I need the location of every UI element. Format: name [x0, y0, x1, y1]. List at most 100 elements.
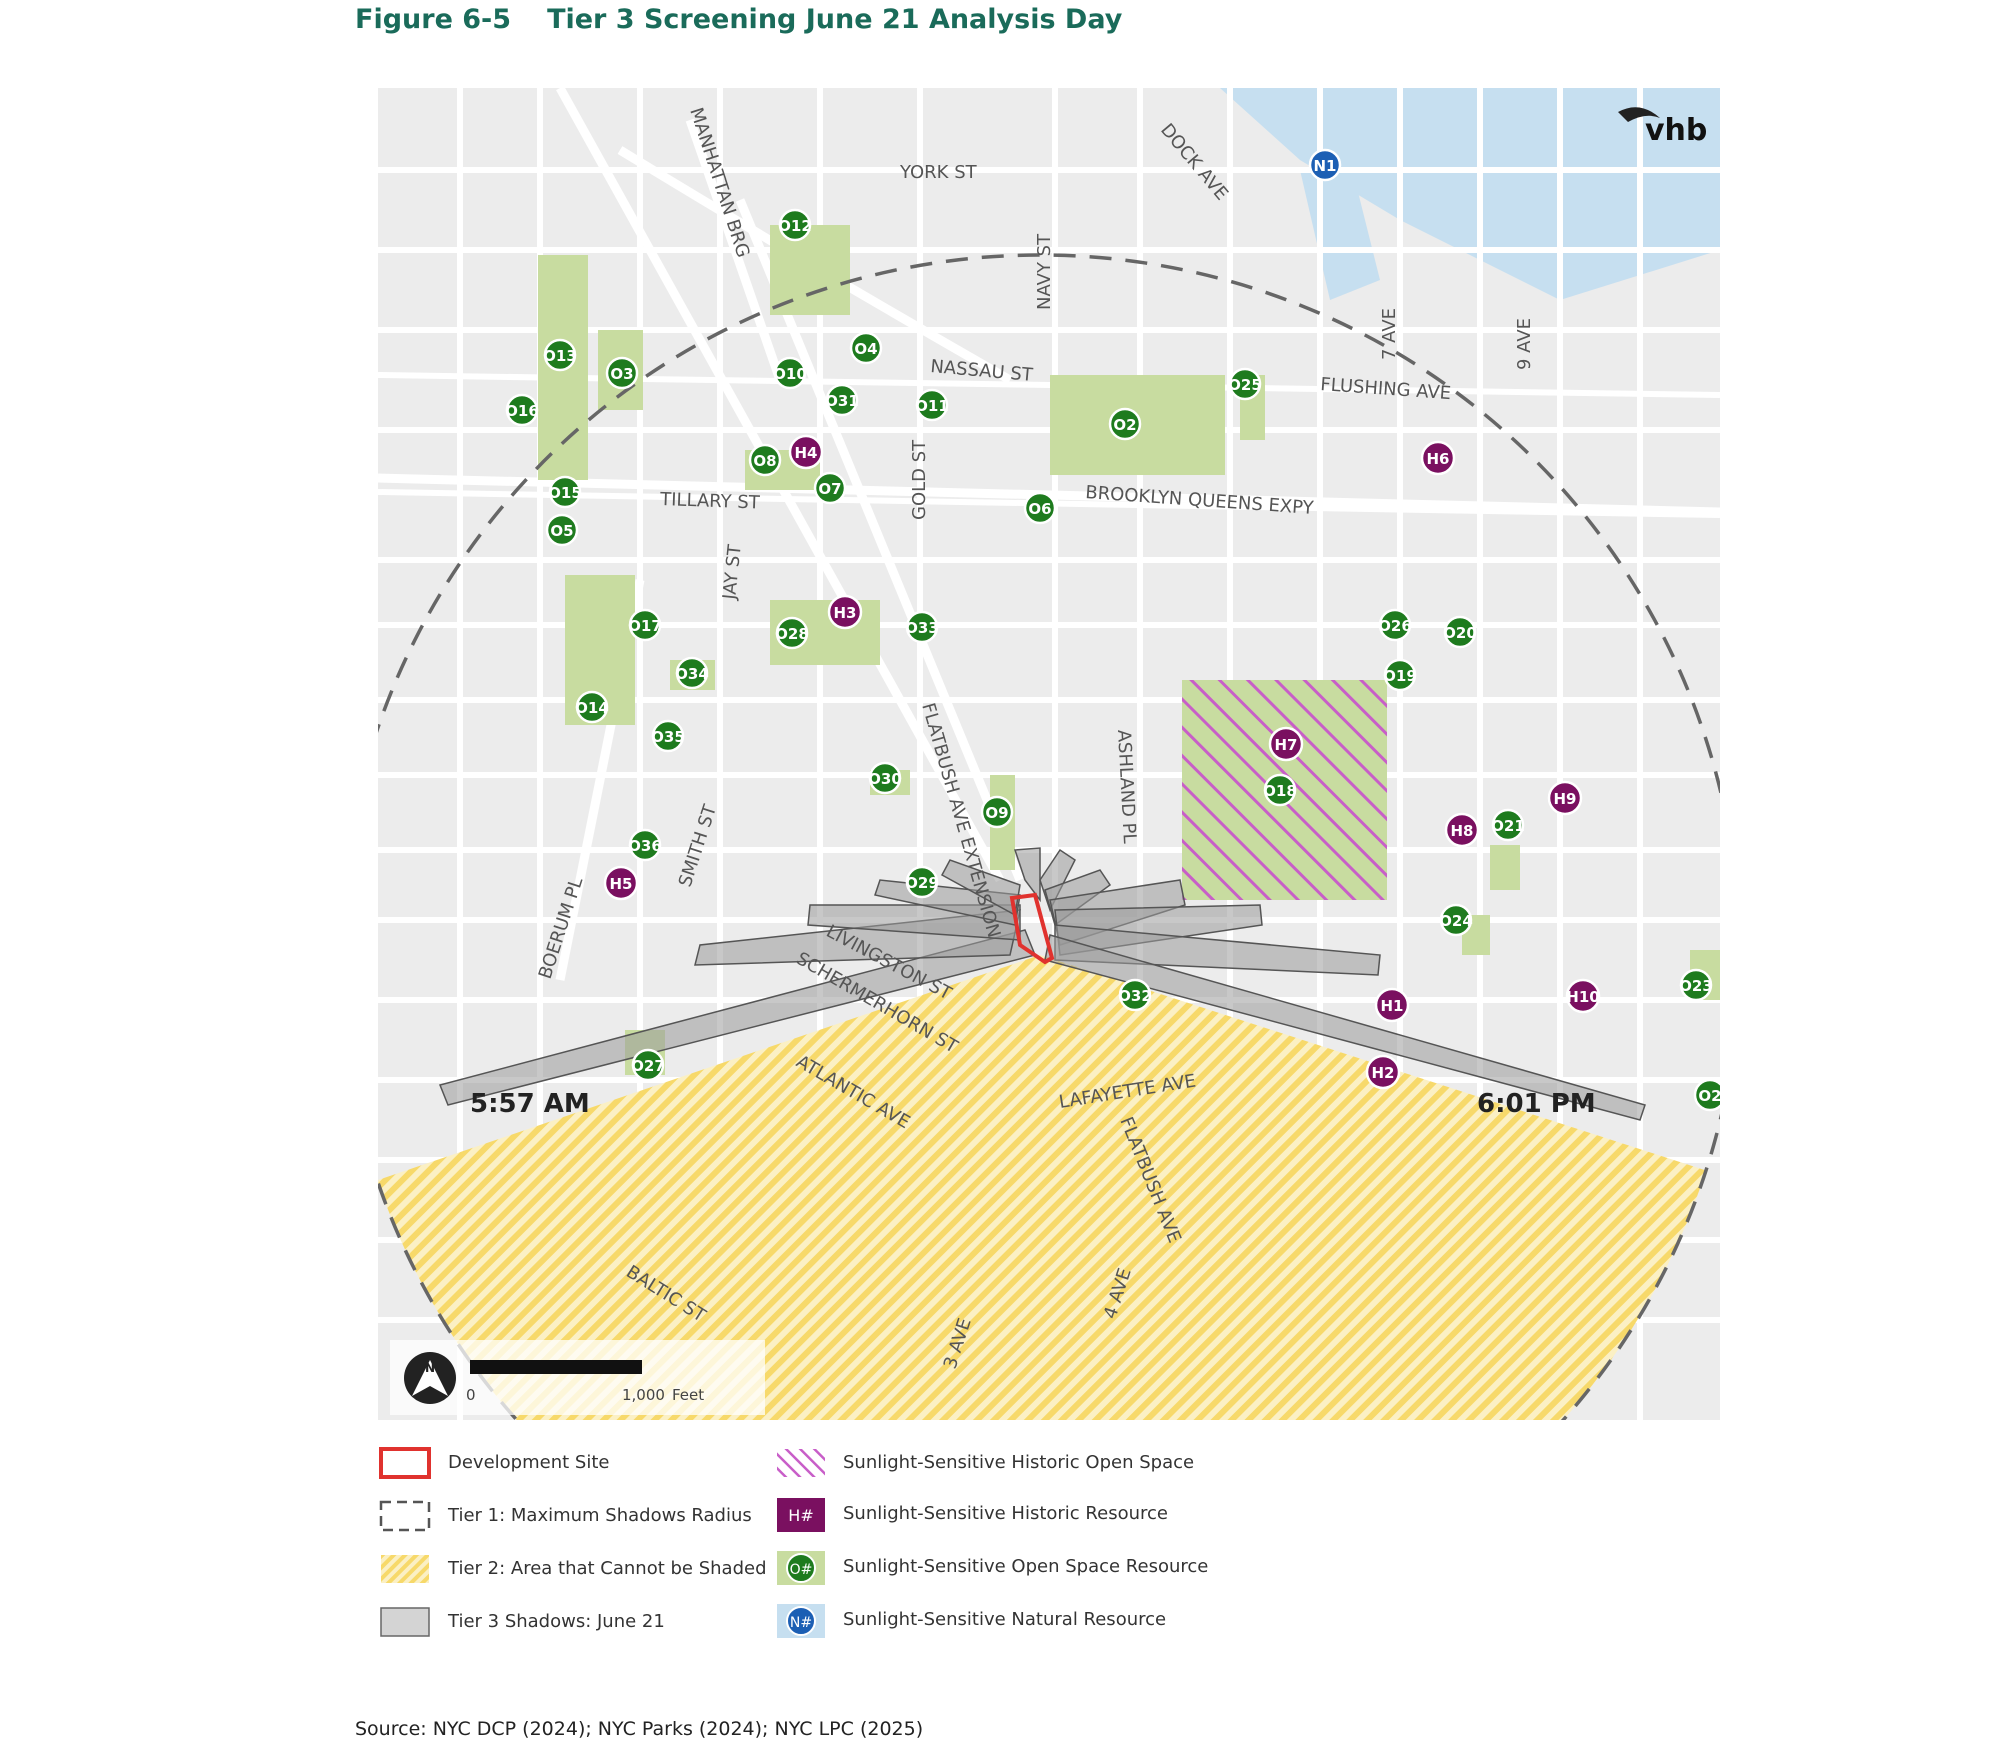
historic-resource-marker-circle	[1365, 1054, 1401, 1090]
legend-historic-resource: Sunlight-Sensitive Historic Resource	[843, 1503, 1168, 1524]
open-space-marker-circle	[905, 610, 939, 644]
open-space-marker-circle	[575, 690, 609, 724]
open-space-marker: O15	[548, 475, 582, 509]
legend-tier2: Tier 2: Area that Cannot be Shaded	[448, 1558, 767, 1579]
scale-bar	[470, 1360, 642, 1374]
open-space-marker-circle	[1439, 903, 1473, 937]
open-space-marker-label: O10	[773, 365, 807, 383]
historic-resource-marker: H8	[1444, 812, 1480, 848]
historic-resource-marker-circle	[1444, 812, 1480, 848]
legend-natural-symbol: N#	[790, 1615, 812, 1631]
open-space-marker-label: O26	[1378, 617, 1412, 635]
street-label: NAVY ST	[1034, 233, 1055, 310]
open-space-marker: O2	[1693, 1078, 1721, 1112]
open-space-marker-label: O18	[1263, 782, 1297, 800]
open-space-marker: O33	[905, 610, 939, 644]
open-space-marker-circle	[1378, 608, 1412, 642]
legend-open-space-resource: Sunlight-Sensitive Open Space Resource	[843, 1556, 1209, 1577]
open-space-marker-circle	[1383, 658, 1417, 692]
open-space-marker-circle	[675, 656, 709, 690]
open-space-marker: O31	[825, 383, 859, 417]
open-space-marker-label: O11	[915, 397, 949, 415]
open-space-marker-label: O28	[775, 625, 809, 643]
historic-resource-marker-circle	[788, 434, 824, 470]
open-space-marker-label: O2	[1698, 1087, 1721, 1105]
open-space-marker-label: O23	[1679, 977, 1713, 995]
development-site	[1009, 892, 1055, 965]
historic-resource-marker-circle	[1268, 726, 1304, 762]
open-space-marker-circle	[915, 388, 949, 422]
open-space-marker: O6	[1023, 491, 1057, 525]
natural-resource-marker-circle	[1308, 148, 1342, 182]
open-space-marker-circle	[748, 443, 782, 477]
vhb-logo-text: vhb	[1645, 113, 1707, 148]
open-space-marker: O13	[543, 338, 577, 372]
historic-resource-marker-label: H9	[1554, 790, 1577, 808]
historic-resource-marker: H9	[1547, 780, 1583, 816]
historic-resource-marker-circle	[1565, 978, 1601, 1014]
open-space-marker: O8	[748, 443, 782, 477]
legend-tier3: Tier 3 Shadows: June 21	[448, 1611, 665, 1632]
open-space-marker: O9	[980, 795, 1014, 829]
open-space-marker-circle	[1491, 808, 1525, 842]
open-space-marker-label: O9	[985, 804, 1008, 822]
open-space-marker-circle	[778, 208, 812, 242]
legend-tier1-swatch	[379, 1500, 431, 1532]
open-space-marker-circle	[1679, 968, 1713, 1002]
open-space-marker-label: O29	[905, 874, 939, 892]
north-arrow-glyph	[412, 1360, 448, 1396]
figure-number: Figure 6-5	[355, 4, 512, 35]
open-space-marker-circle	[628, 608, 662, 642]
open-space-marker: O10	[773, 356, 807, 390]
open-space-marker-label: O2	[1113, 416, 1136, 434]
open-space-marker: O4	[849, 331, 883, 365]
open-space-marker-label: O6	[1028, 500, 1051, 518]
open-space-marker-label: O36	[628, 837, 662, 855]
figure-title-text: Tier 3 Screening June 21 Analysis Day	[547, 4, 1123, 35]
historic-resource-marker-label: H7	[1275, 736, 1298, 754]
historic-resource-marker-circle	[1374, 987, 1410, 1023]
open-space-marker-circle	[505, 393, 539, 427]
scale-unit: Feet	[672, 1386, 704, 1404]
scale-end: 1,000	[622, 1386, 665, 1404]
path-text: Path: \\vhb.com\gis\proj\NewYorkCity\280…	[1737, 722, 1748, 1420]
historic-resource-marker-circle	[827, 594, 863, 630]
open-space-marker: O18	[1263, 773, 1297, 807]
open-space-marker-circle	[651, 719, 685, 753]
historic-resource-marker-circle	[1547, 780, 1583, 816]
historic-resource-marker-label: H4	[795, 444, 818, 462]
open-space-marker-circle	[1228, 367, 1262, 401]
legend-historic-resource-swatch	[777, 1498, 825, 1532]
open-space-marker-label: O8	[753, 452, 776, 470]
open-space-marker-circle	[1443, 615, 1477, 649]
open-space-marker-label: O13	[543, 347, 577, 365]
legend-development-site-swatch	[379, 1447, 431, 1479]
historic-resource-marker: H10	[1565, 978, 1601, 1014]
open-space-marker-label: O20	[1443, 624, 1477, 642]
historic-resource-marker: H2	[1365, 1054, 1401, 1090]
natural-resource-marker-label: N1	[1314, 157, 1337, 175]
historic-resource-marker-label: H6	[1427, 450, 1450, 468]
open-space-marker-label: O35	[651, 728, 685, 746]
open-space-marker: O16	[505, 393, 539, 427]
open-space-marker: O25	[1228, 367, 1262, 401]
open-space-marker-label: O21	[1491, 817, 1525, 835]
legend-development-site: Development Site	[448, 1452, 610, 1473]
open-space-marker-circle	[813, 471, 847, 505]
tier3-shadows	[438, 847, 1646, 1121]
open-space-marker-circle	[1118, 978, 1152, 1012]
open-space-marker: O5	[545, 513, 579, 547]
open-space-marker: O21	[1491, 808, 1525, 842]
open-space-marker: O2	[1108, 407, 1142, 441]
open-space-marker: O12	[778, 208, 812, 242]
open-space-marker: O11	[915, 388, 949, 422]
street-label: 9 AVE	[1514, 318, 1535, 370]
legend-open-space-symbol: O#	[790, 1562, 813, 1578]
natural-resource-marker: N1	[1308, 148, 1342, 182]
legend-open-space-marker	[786, 1553, 816, 1583]
open-space-marker: O19	[1383, 658, 1417, 692]
street-label: YORK ST	[899, 162, 978, 183]
historic-resource-marker: H6	[1420, 440, 1456, 476]
open-space-marker-label: O32	[1118, 987, 1152, 1005]
